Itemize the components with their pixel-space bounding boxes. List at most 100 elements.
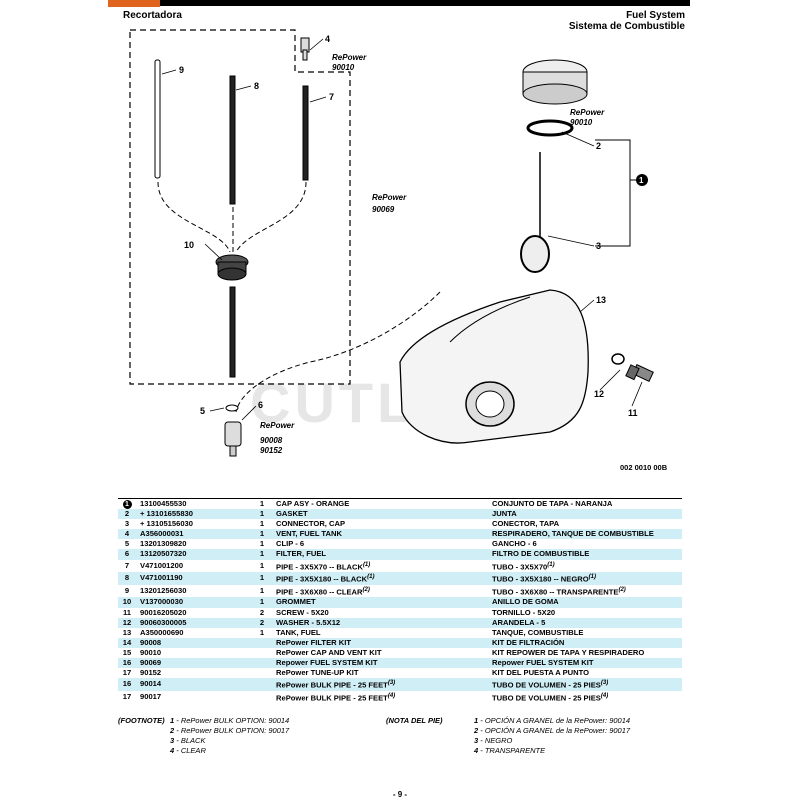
footnote-text: - RePower BULK OPTION: 90017 (176, 726, 290, 735)
footnote-ref: (4) (600, 692, 609, 699)
part-number: A350000690 (140, 627, 184, 637)
footnotes-en: (FOOTNOTE)1 - RePower BULK OPTION: 90014… (118, 716, 289, 756)
description-es-text: TANQUE, COMBUSTIBLE (492, 627, 584, 637)
callout-13: 13 (596, 295, 606, 305)
description-es: TUBO - 3X6X80 -- TRANSPARENTE(2) (488, 585, 682, 598)
quantity: 1 (252, 529, 272, 540)
description-es-text: JUNTA (492, 509, 517, 519)
description-es: ANILLO DE GOMA (488, 597, 682, 608)
quantity (252, 668, 272, 678)
part-number: 13201256030 (140, 586, 187, 596)
quantity: 2 (259, 607, 265, 617)
screw-11 (625, 364, 654, 382)
callout-3: 3 (596, 241, 601, 251)
fuel-tank-13 (399, 289, 589, 444)
footnote-item: 3 - NEGRO (386, 736, 630, 746)
footnote-number: 4 (170, 746, 175, 755)
description-es: KIT DEL PUESTA A PUNTO (488, 668, 682, 678)
description-en: GROMMET (272, 597, 488, 608)
ref-number: 15 (122, 647, 132, 657)
repower-badge-fuel-system: RePower 90069 (372, 193, 407, 214)
description-es: TUBO DE VOLUMEN - 25 PIES(4) (488, 691, 682, 704)
description-es: TUBO - 3X5X70(1) (488, 560, 682, 573)
quantity: 1 (259, 627, 265, 637)
ref-circle: 1 (122, 500, 132, 509)
ref-number: 17 (122, 692, 132, 702)
exploded-diagram: CUTLERS (129, 29, 668, 472)
vent-4 (300, 37, 310, 61)
ref-number: 14 (118, 637, 136, 648)
footnote-number: 3 (474, 736, 479, 745)
ref-number: 10 (118, 597, 136, 608)
footnote-item: 2 - OPCIÓN A GRANEL de la RePower: 90017 (386, 726, 630, 736)
description-es: JUNTA (488, 509, 682, 520)
description-es-text: GANCHO - 6 (492, 539, 537, 549)
description-en-text: RePower BULK PIPE - 25 FEET (276, 680, 388, 690)
quantity: 1 (252, 509, 272, 520)
callout-2: 2 (596, 141, 601, 151)
description-en: FILTER, FUEL (272, 549, 488, 560)
pipe-lower (229, 286, 236, 378)
washer-12 (611, 353, 625, 365)
svg-text:RePower: RePower (332, 53, 367, 62)
footnote-item: 4 - CLEAR (118, 746, 289, 756)
description-en: SCREW - 5X20 (272, 608, 488, 618)
quantity: 1 (259, 539, 265, 549)
callout-7: 7 (329, 92, 334, 102)
part-number: 13201309820 (140, 539, 187, 549)
footnote-item: (NOTA DEL PIE)1 - OPCIÓN A GRANEL de la … (386, 716, 630, 726)
description-en-text: CLIP - 6 (276, 539, 305, 549)
footnote-text: - OPCIÓN A GRANEL de la RePower: 90014 (480, 716, 631, 725)
callout-1: 1 (639, 176, 644, 185)
footnote-ref: (1) (367, 574, 375, 581)
footnote-number: 1 (170, 716, 175, 725)
ref-number: 12 (118, 617, 136, 628)
description-es-text: ANILLO DE GOMA (492, 597, 559, 607)
part-number: 13120507320 (136, 549, 252, 560)
description-en: RePower BULK PIPE - 25 FEET(3) (272, 678, 488, 691)
quantity (252, 678, 272, 691)
footnote-text: - BLACK (176, 736, 206, 745)
description-en-text: RePower BULK PIPE - 25 FEET (276, 693, 388, 703)
callout-10: 10 (184, 240, 194, 250)
description-es: TANQUE, COMBUSTIBLE (488, 628, 682, 638)
description-es-text: TUBO DE VOLUMEN - 25 PIES (492, 680, 601, 690)
callout-5: 5 (200, 406, 205, 416)
footnote-text: - OPCIÓN A GRANEL de la RePower: 90017 (480, 726, 631, 735)
description-en-text: RePower TUNE-UP KIT (276, 668, 359, 678)
footnote-text: - CLEAR (176, 746, 206, 755)
description-en: WASHER - 5.5X12 (272, 617, 488, 628)
description-es-text: FILTRO DE COMBUSTIBLE (492, 549, 590, 559)
ref-number: 8 (118, 572, 136, 585)
footnote-number: 2 (170, 726, 175, 735)
footnote-ref: (4) (387, 692, 396, 699)
footnote-item: 2 - RePower BULK OPTION: 90017 (118, 726, 289, 736)
description-es-text: CONJUNTO DE TAPA - NARANJA (492, 499, 613, 508)
footnote-number: 1 (474, 716, 479, 725)
description-en: TANK, FUEL (272, 628, 488, 638)
quantity: 1 (259, 586, 265, 596)
quantity (252, 658, 272, 669)
grommet-10 (215, 254, 249, 281)
kit-boundary (129, 29, 351, 385)
description-en-text: PIPE - 3X5X70 -- BLACK (276, 562, 363, 572)
section-title-en: Fuel System (626, 10, 685, 21)
part-number: A356000031 (136, 529, 252, 540)
filter-6 (224, 421, 242, 457)
footnote-number: 3 (170, 736, 175, 745)
pipe-8 (229, 75, 236, 205)
svg-text:RePower: RePower (372, 193, 407, 202)
ref-number: 13 (122, 627, 132, 637)
description-en: VENT, FUEL TANK (272, 529, 488, 540)
header-bar (110, 0, 690, 6)
ref-number: 16 (118, 658, 136, 669)
quantity (252, 637, 272, 648)
ref-number: 7 (124, 560, 130, 570)
description-es-text: ARANDELA - 5 (492, 617, 546, 627)
footnote-text: - NEGRO (480, 736, 513, 745)
table-row: 13 A350000690 1 TANK, FUEL TANQUE, COMBUSTIB… (118, 628, 682, 638)
